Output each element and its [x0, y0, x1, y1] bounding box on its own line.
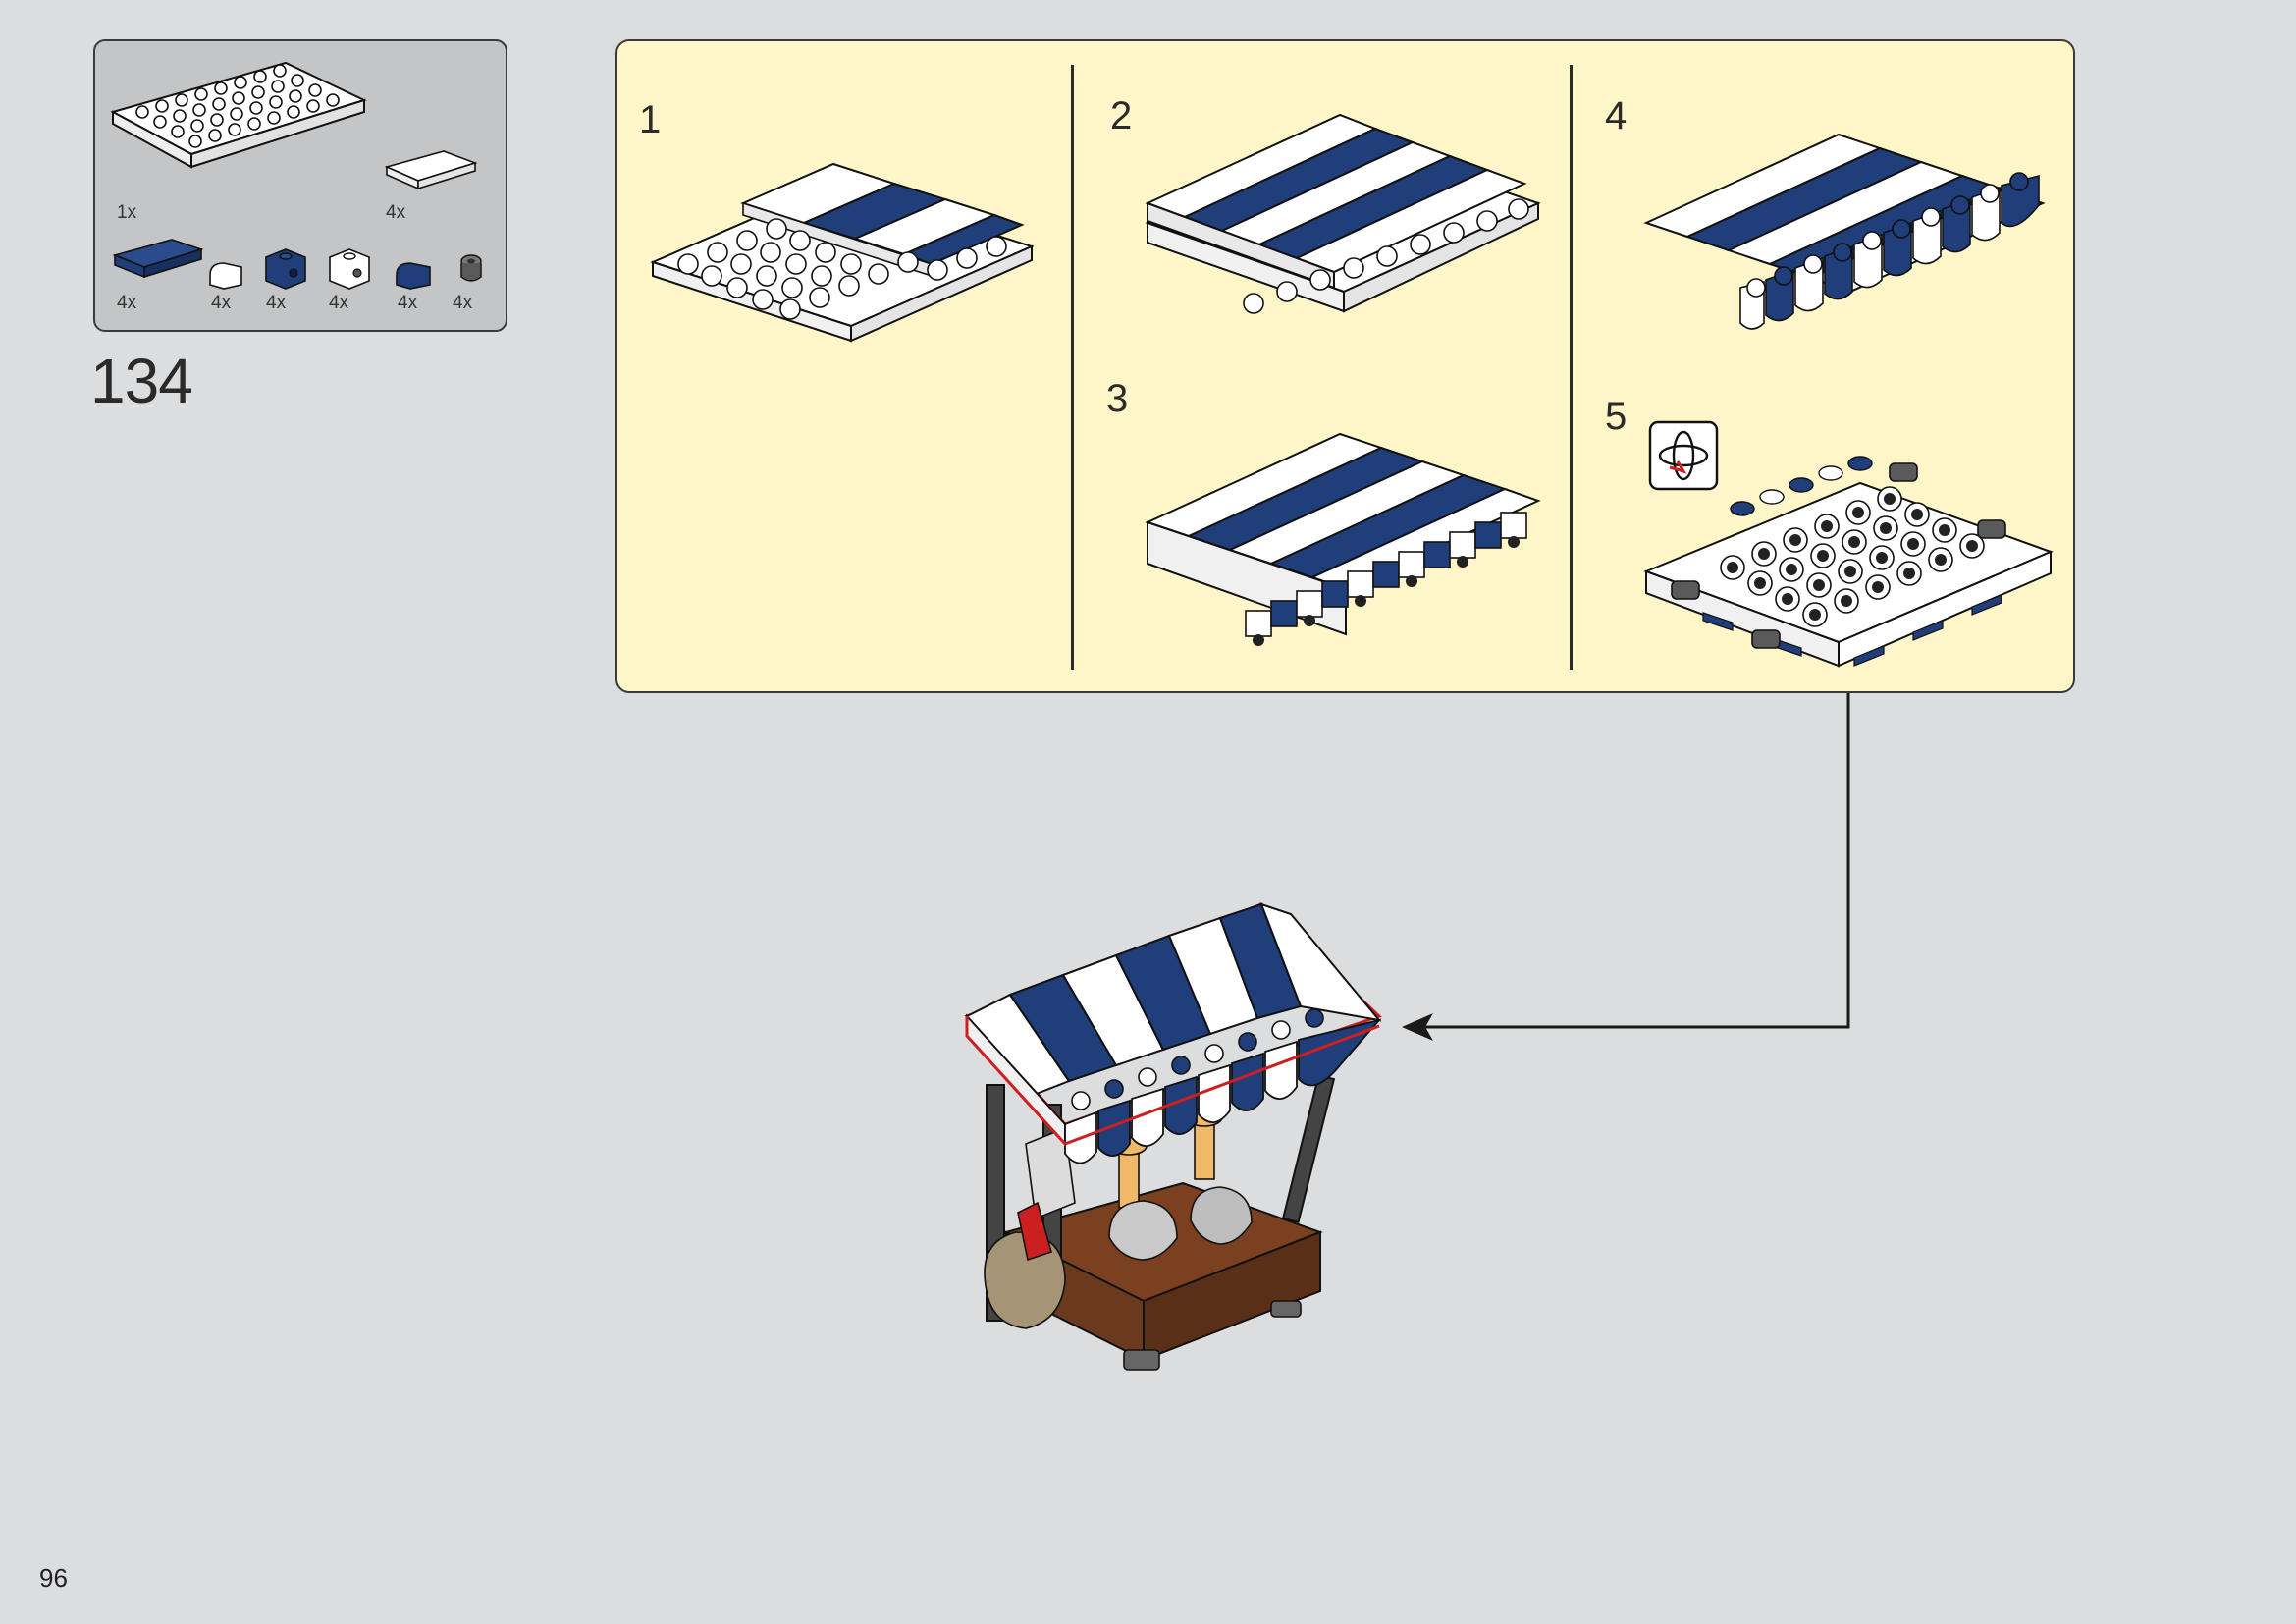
substep-label-4: 4 [1605, 94, 1628, 137]
substep-4-illustration [1643, 133, 2046, 330]
qty-label: 4x [266, 293, 287, 313]
qty-label: 4x [329, 293, 349, 313]
qty-label: 4x [117, 293, 137, 313]
substep-label-3: 3 [1106, 377, 1129, 420]
qty-label: 4x [386, 202, 406, 223]
substep-5-illustration [1643, 456, 2054, 668]
market-stall-model [964, 902, 1382, 1371]
column-divider [1071, 65, 1074, 670]
substep-1-illustration [650, 162, 1035, 343]
tile-1x4-white-part [384, 150, 478, 190]
substep-label-1: 1 [639, 98, 662, 141]
rotate-model-icon [1648, 420, 1719, 491]
qty-label: 1x [117, 202, 137, 223]
page-number: 96 [39, 1563, 68, 1593]
substep-panel: 1 2 3 4 5 [615, 39, 2075, 693]
curved-slope-dark-blue-part [396, 262, 431, 290]
step-number: 134 [90, 346, 193, 416]
qty-label: 4x [398, 293, 418, 313]
curved-slope-white-part [209, 262, 242, 290]
substep-label-2: 2 [1110, 94, 1133, 137]
substep-label-5: 5 [1605, 395, 1628, 438]
plate-4x8-white-part [110, 61, 367, 169]
tile-1x4-dark-blue-part [112, 239, 204, 279]
bracket-dark-blue-part [265, 248, 306, 290]
bracket-white-part [329, 248, 370, 290]
clip-dark-grey-part [460, 254, 482, 282]
substep-2-illustration [1145, 113, 1541, 314]
parts-list-box: 1x 4x 4x 4x 4x 4x 4x 4x [93, 39, 507, 332]
qty-label: 4x [211, 293, 232, 313]
qty-label: 4x [453, 293, 473, 313]
column-divider [1570, 65, 1573, 670]
substep-3-illustration [1145, 432, 1541, 646]
placement-arrow [1402, 693, 1850, 1041]
